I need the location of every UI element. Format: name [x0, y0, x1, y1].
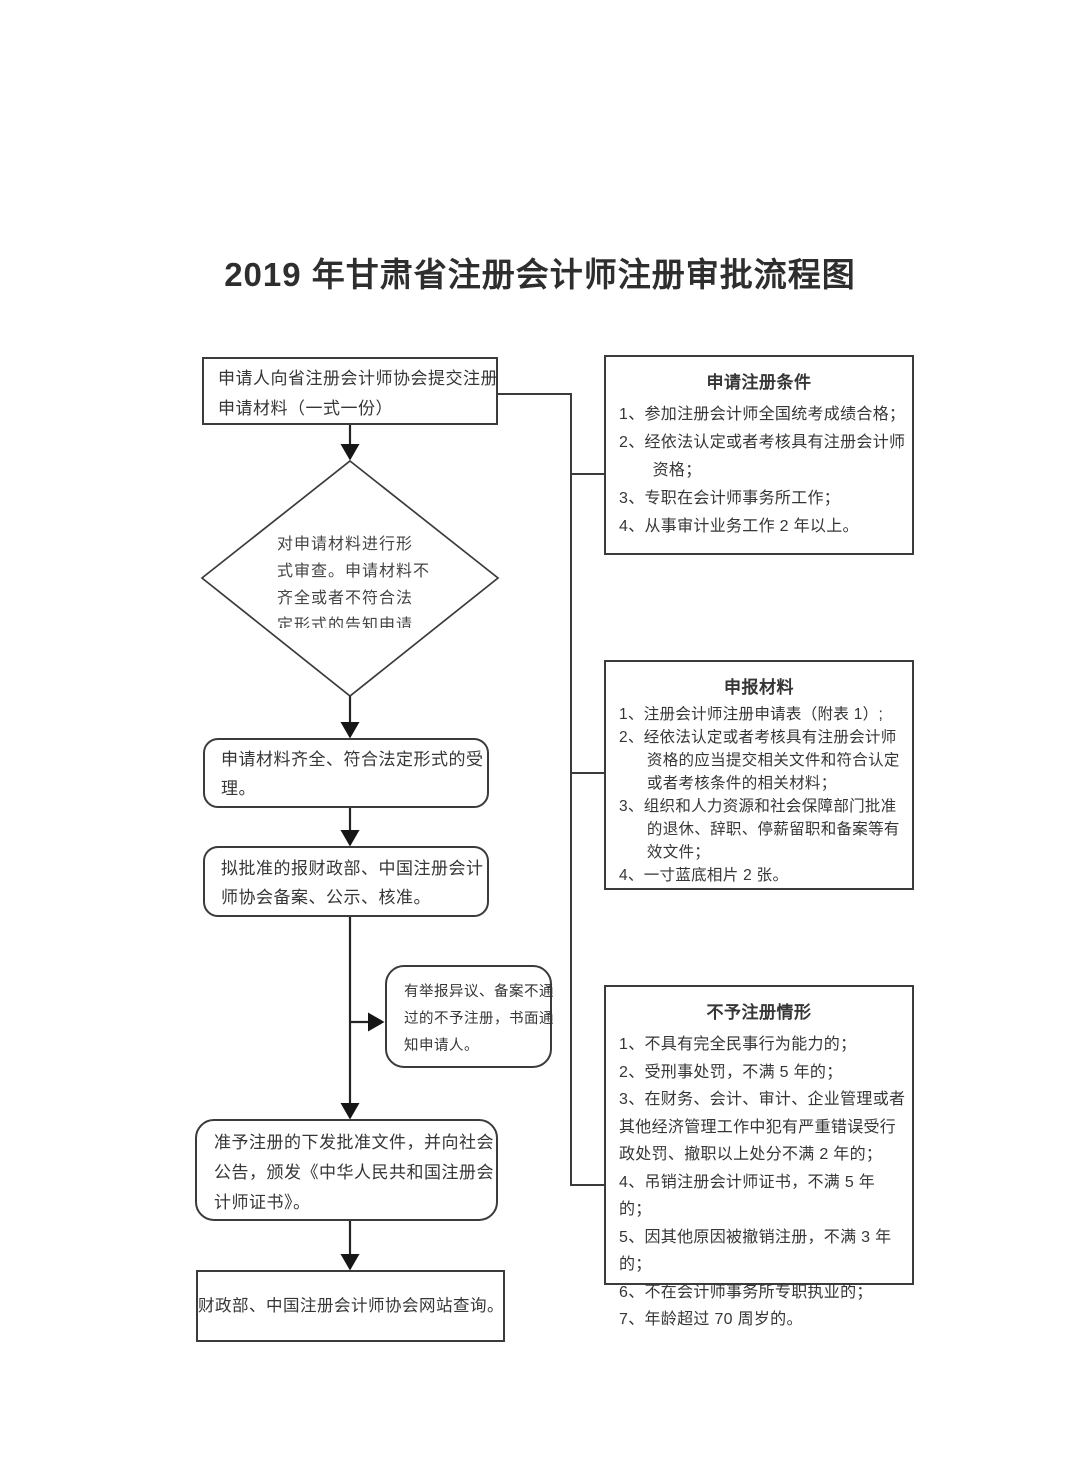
flow-step-text-line: 公告，颁发《中华人民共和国注册会 [214, 1163, 494, 1182]
panel-title: 不予注册情形 [706, 1003, 812, 1022]
flow-step-text-line: 定形式的告知申请 [277, 617, 414, 628]
arrowhead-down-icon [340, 444, 360, 461]
flow-step-filing-publicity: 拟批准的报财政部、中国注册会计 师协会备案、公示、核准。 [203, 846, 489, 917]
connector-line-main [497, 393, 604, 1186]
flow-step-text-line: 申请材料（一式一份） [218, 399, 393, 418]
flow-step-text-line: 申请人向省注册会计师协会提交注册 [218, 369, 498, 388]
flow-decision-formal-review: 对申请材料进行形 式审查。申请材料不 齐全或者不符合法 定形式的告知申请 [277, 531, 469, 628]
arrowhead-down-icon [340, 722, 360, 739]
arrowhead-down-icon [340, 830, 360, 847]
flow-step-text-line: 理。 [221, 779, 256, 798]
panel-item: 2、受刑事处罚，不满 5 年的； [619, 1063, 843, 1081]
flow-step-text-line: 申请材料齐全、符合法定形式的受 [221, 750, 484, 769]
panel-item-list: 1、不具有完全民事行为能力的； 2、受刑事处罚，不满 5 年的； 3、在财务、会… [606, 1028, 912, 1334]
flow-step-text-line: 知申请人。 [404, 1038, 479, 1054]
flow-step-text-line: 准予注册的下发批准文件，并向社会 [214, 1133, 494, 1152]
arrowhead-down-icon [340, 1103, 360, 1120]
panel-item: 4、从事审计业务工作 2 年以上。 [619, 518, 859, 535]
panel-item: 5、因其他原因被撤销注册，不满 3 年的； [619, 1228, 892, 1274]
flow-step-text-line: 有举报异议、备案不通 [404, 984, 554, 1000]
panel-item: 3、在财务、会计、审计、企业管理或者其他经济管理工作中犯有严重错误受行政处罚、撤… [619, 1091, 906, 1163]
decision-diamond-shape [200, 459, 500, 698]
arrowhead-down-icon [340, 1254, 360, 1271]
page-title: 2019 年甘肃省注册会计师注册审批流程图 [224, 256, 856, 293]
flow-step-text-line: 过的不予注册，书面通 [404, 1011, 554, 1027]
panel-title: 申报材料 [724, 678, 794, 697]
panel-item: 6、不在会计师事务所专职执业的； [619, 1283, 873, 1301]
panel-registration-conditions: 申请注册条件 1、参加注册会计师全国统考成绩合格； 2、经依法认定或者考核具有注… [604, 355, 914, 555]
flow-step-text-line: 拟批准的报财政部、中国注册会计 [221, 859, 484, 878]
panel-item: 1、参加注册会计师全国统考成绩合格； [619, 406, 906, 423]
panel-item-list: 1、参加注册会计师全国统考成绩合格； 2、经依法认定或者考核具有注册会计师资格；… [606, 398, 912, 541]
panel-item-list: 1、注册会计师注册申请表（附表 1）; 2、经依法认定或者考核具有注册会计师资格… [606, 703, 912, 887]
panel-declaration-materials: 申报材料 1、注册会计师注册申请表（附表 1）; 2、经依法认定或者考核具有注册… [604, 660, 914, 890]
flow-step-text-line: 财政部、中国注册会计师协会网站查询。 [198, 1297, 504, 1315]
panel-item: 1、注册会计师注册申请表（附表 1）; [619, 706, 884, 723]
flow-step-submit-application: 申请人向省注册会计师协会提交注册 申请材料（一式一份） [202, 357, 498, 425]
panel-item: 1、不具有完全民事行为能力的； [619, 1036, 857, 1053]
panel-item: 3、专职在会计师事务所工作； [619, 490, 841, 507]
flow-step-text-line: 式审查。申请材料不 [277, 563, 431, 580]
flow-step-text-line: 对申请材料进行形 [277, 536, 414, 553]
panel-item: 4、一寸蓝底相片 2 张。 [619, 867, 789, 884]
flow-step-approval-certificate: 准予注册的下发批准文件，并向社会 公告，颁发《中华人民共和国注册会 计师证书》。 [195, 1119, 498, 1221]
panel-title: 申请注册条件 [706, 373, 812, 392]
panel-denial-situations: 不予注册情形 1、不具有完全民事行为能力的； 2、受刑事处罚，不满 5 年的； … [604, 985, 914, 1328]
panel-item: 7、年龄超过 70 周岁的。 [619, 1311, 803, 1328]
flow-step-objection-notice: 有举报异议、备案不通 过的不予注册，书面通 知申请人。 [385, 965, 554, 1068]
flow-step-text-line: 计师证书》。 [214, 1193, 311, 1212]
flow-step-text-line: 齐全或者不符合法 [277, 590, 414, 607]
panel-item: 3、组织和人力资源和社会保障部门批准的退休、辞职、停薪留职和备案等有效文件； [619, 798, 900, 861]
flow-step-website-query: 财政部、中国注册会计师协会网站查询。 [196, 1270, 505, 1342]
flow-step-text-line: 师协会备案、公示、核准。 [221, 888, 431, 907]
panel-item: 4、吊销注册会计师证书，不满 5 年的； [619, 1173, 876, 1219]
arrowhead-right-icon [368, 1012, 385, 1032]
panel-item: 2、经依法认定或者考核具有注册会计师资格的应当提交相关文件和符合认定或者考核条件… [619, 729, 900, 792]
flow-step-acceptance: 申请材料齐全、符合法定形式的受 理。 [203, 738, 489, 808]
panel-item: 2、经依法认定或者考核具有注册会计师资格； [619, 434, 906, 479]
